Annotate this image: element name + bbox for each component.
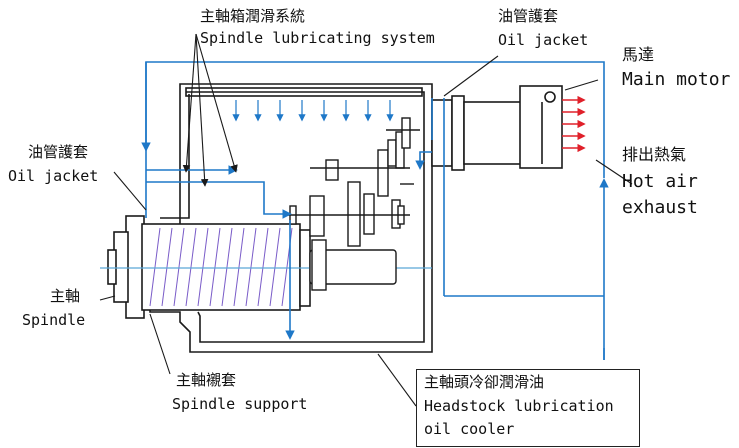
main-motor-label-en: Main motor	[622, 69, 731, 90]
hot-air-arrows	[562, 95, 586, 153]
gear-train	[286, 117, 420, 291]
spindle-lube-label-en: Spindle lubricating system	[200, 29, 435, 47]
oil-jacket-left-label-zh: 油管護套	[28, 143, 89, 161]
oil-jacket-top-label-zh: 油管護套	[498, 7, 559, 25]
hot-air-label-en-2: exhaust	[622, 197, 698, 218]
leader-lines	[99, 33, 633, 407]
oil-lines	[141, 61, 609, 360]
spindle-label-en: Spindle	[22, 311, 86, 329]
cooler-label-en-1: Headstock lubrication	[424, 397, 614, 415]
drip-arrows	[232, 100, 394, 122]
spindle-support-label-en: Spindle support	[172, 395, 308, 413]
main-motor	[431, 85, 563, 171]
spindle-label-zh: 主軸	[50, 287, 81, 305]
spindle-coil	[149, 227, 293, 307]
oil-jacket-left-label-en: Oil jacket	[8, 167, 99, 185]
hot-air-label-zh: 排出熱氣	[622, 145, 687, 164]
main-motor-label-zh: 馬達	[622, 45, 655, 64]
oil-cooler-box	[416, 369, 640, 447]
oil-jacket-top-label-en: Oil jacket	[498, 31, 589, 49]
cooler-label-en-2: oil cooler	[424, 420, 515, 438]
spindle-support-label-zh: 主軸襯套	[176, 371, 237, 389]
cooler-label-zh: 主軸頭冷卻潤滑油	[424, 373, 545, 391]
spindle-lube-label-zh: 主軸箱潤滑系統	[200, 7, 306, 25]
hot-air-label-en-1: Hot air	[622, 171, 698, 192]
